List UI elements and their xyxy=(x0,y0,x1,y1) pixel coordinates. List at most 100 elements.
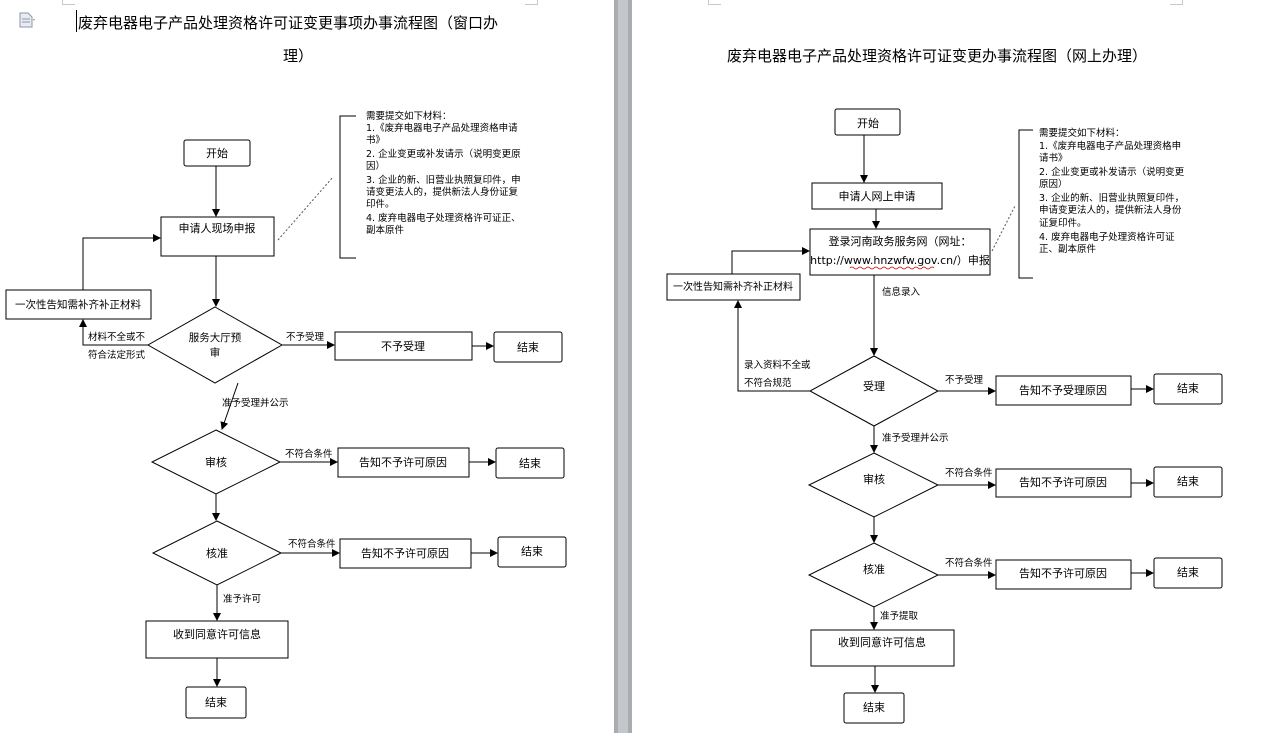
note-line: 书》 xyxy=(366,135,385,146)
document-icon[interactable] xyxy=(18,12,36,28)
nonconform-edge-label-1: 不符合条件 xyxy=(945,467,993,479)
start-text: 开始 xyxy=(206,146,228,160)
note-line: 2. 企业变更或补发请示（说明变更 xyxy=(1039,166,1185,178)
note-line: 证复印件。 xyxy=(1039,217,1087,229)
pre-review-decision xyxy=(146,306,284,384)
review-text: 审核 xyxy=(863,472,885,486)
deny-node-1 xyxy=(337,447,470,478)
text-cursor xyxy=(76,10,77,32)
materials-note: 需要提交如下材料： 1.《废弃电器电子产品处理资格申 请书》 2. 企业变更或补… xyxy=(1039,127,1185,255)
note-line: 原因） xyxy=(1039,178,1068,190)
note-line: 4. 废弃电器电子处理资格许可证 xyxy=(1039,231,1175,243)
end-node-2 xyxy=(1153,466,1223,498)
receive-node xyxy=(810,629,955,667)
reject-text: 不予受理 xyxy=(381,340,425,353)
note-line: 需要提交如下材料： xyxy=(366,110,452,122)
document-page-left: 废弃电器电子产品处理资格许可证变更事项办事流程图（窗口办 理） xyxy=(0,0,614,733)
reject-node xyxy=(995,375,1132,406)
login-text-2: http://www.hnzwfw.gov.cn/）申报 xyxy=(810,253,990,267)
note-line: 2. 企业变更或补发请示（说明变更原 xyxy=(366,148,521,160)
end-text-4: 结束 xyxy=(205,696,227,709)
end-node-2 xyxy=(495,447,565,479)
note-line: 需要提交如下材料： xyxy=(1039,127,1125,139)
end-node-1 xyxy=(1153,373,1223,405)
nonconform-edge-label-1: 不符合条件 xyxy=(285,448,333,460)
flowchart-window: 开始 申请人现场申报 一次性告知需补齐补正材料 服务大厅预 审 不予受理 结束 … xyxy=(5,110,567,719)
deny-node-1 xyxy=(995,468,1132,498)
page-title-line1: 废弃电器电子产品处理资格许可证变更事项办事流程图（窗口办 xyxy=(78,14,499,32)
incomplete-label-2: 符合法定形式 xyxy=(88,349,146,361)
reject-edge-label: 不予受理 xyxy=(945,374,984,386)
note-line: 4. 废弃电器电子处理资格许可证正、 xyxy=(366,212,521,224)
end-node-1 xyxy=(493,331,563,363)
receive-text: 收到同意许可信息 xyxy=(173,627,261,641)
note-line: 因） xyxy=(366,160,385,172)
note-line: 请书》 xyxy=(1039,152,1068,164)
end-node-3 xyxy=(497,536,567,568)
supplement-node xyxy=(666,273,801,301)
end-text-1: 结束 xyxy=(517,341,539,354)
approve-edge-label: 准予提取 xyxy=(880,610,919,622)
apply-text: 申请人现场申报 xyxy=(179,221,256,235)
note-bracket xyxy=(1018,129,1033,279)
accept-edge-label: 准予受理并公示 xyxy=(882,432,949,444)
margin-mark xyxy=(525,0,538,5)
end-text-2: 结束 xyxy=(1177,475,1199,488)
pre-review-text-2: 审 xyxy=(210,346,221,359)
start-node xyxy=(183,139,251,167)
supplement-text: 一次性告知需补齐补正材料 xyxy=(673,280,793,293)
end-text-2: 结束 xyxy=(519,457,541,470)
end-text-4: 结束 xyxy=(863,701,885,714)
end-text-3: 结束 xyxy=(521,545,543,558)
note-line: 请变更法人的，提供新法人身份证复 xyxy=(366,186,519,198)
incomplete-label-1: 录入资料不全或 xyxy=(744,359,811,371)
apply-text: 申请人网上申请 xyxy=(839,190,916,203)
note-line: 印件。 xyxy=(366,198,395,210)
pre-review-text-1: 服务大厅预 xyxy=(189,331,242,344)
apply-node xyxy=(811,182,943,210)
end-text-3: 结束 xyxy=(1177,566,1199,579)
note-line: 1.《废弃电器电子产品处理资格申 xyxy=(1039,140,1181,152)
margin-mark xyxy=(708,0,721,5)
approve-text: 核准 xyxy=(863,562,885,576)
materials-note: 需要提交如下材料： 1.《废弃电器电子产品处理资格申请 书》 2. 企业变更或补… xyxy=(366,110,521,236)
reject-text: 告知不予受理原因 xyxy=(1019,383,1107,397)
apply-node xyxy=(160,216,275,257)
incomplete-label-2: 不符合规范 xyxy=(744,377,792,389)
start-text: 开始 xyxy=(857,116,879,130)
note-line: 3. 企业的新、旧营业执照复印件， xyxy=(1039,192,1184,204)
deny-text-1: 告知不予许可原因 xyxy=(359,455,447,469)
review-text: 审核 xyxy=(205,455,227,469)
accept-text: 受理 xyxy=(863,380,885,393)
margin-mark xyxy=(62,0,75,5)
approve-edge-label: 准予许可 xyxy=(223,593,261,605)
end-text-1: 结束 xyxy=(1177,382,1199,395)
deny-node-2 xyxy=(995,559,1132,590)
accept-edge-label: 准予受理并公示 xyxy=(222,397,289,409)
note-line: 申请变更法人的，提供新法人身份 xyxy=(1039,204,1182,216)
receive-node xyxy=(145,620,289,659)
approve-text: 核准 xyxy=(206,546,228,560)
nonconform-edge-label-2: 不符合条件 xyxy=(288,538,336,550)
page-title: 废弃电器电子产品处理资格许可证变更办事流程图（网上办理） xyxy=(727,47,1148,65)
supplement-node xyxy=(5,289,152,320)
flowchart-online: 开始 申请人网上申请 登录河南政务服务网（网址： http://www.hnzw… xyxy=(666,108,1223,724)
note-line: 正、副本原件 xyxy=(1039,243,1097,255)
end-node-4 xyxy=(185,686,247,719)
reject-node xyxy=(334,331,473,361)
note-bracket xyxy=(339,115,356,259)
supplement-text: 一次性告知需补齐补正材料 xyxy=(15,298,141,311)
receive-text: 收到同意许可信息 xyxy=(838,635,926,649)
page-gutter xyxy=(614,0,632,733)
end-node-3 xyxy=(1153,557,1223,589)
incomplete-label-1: 材料不全或不 xyxy=(88,331,146,343)
deny-text-1: 告知不予许可原因 xyxy=(1019,475,1107,489)
end-node-4 xyxy=(843,692,905,724)
note-line: 3. 企业的新、旧营业执照复印件，申 xyxy=(366,174,521,186)
document-page-right: 废弃电器电子产品处理资格许可证变更办事流程图（网上办理） xyxy=(632,0,1266,733)
nonconform-edge-label-2: 不符合条件 xyxy=(945,557,993,569)
start-node xyxy=(834,108,901,136)
margin-mark xyxy=(1170,0,1183,5)
info-entry-label: 信息录入 xyxy=(882,286,921,298)
page-title-line2: 理） xyxy=(283,47,314,65)
